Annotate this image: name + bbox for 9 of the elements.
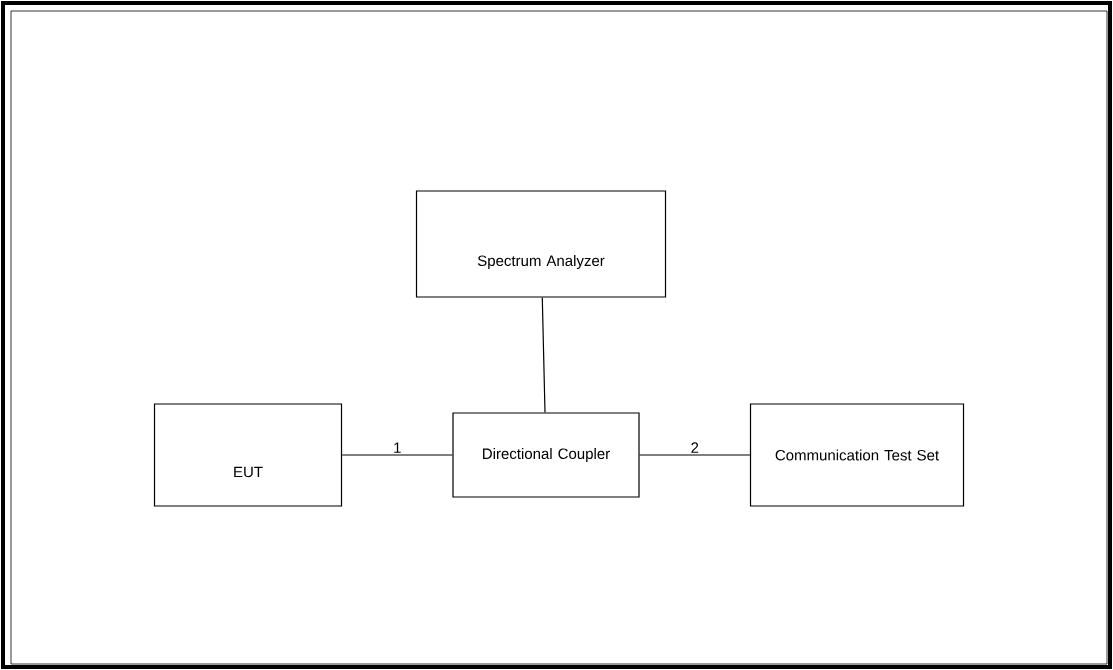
device-box: Spectrum Analyzer [415, 190, 667, 298]
port-number: 2 [691, 442, 699, 453]
cable-line [341, 454, 453, 456]
cable-line [639, 454, 751, 456]
device-box: Communication Test Set [749, 403, 965, 507]
port-number: 1 [394, 442, 401, 453]
cable-line [541, 297, 546, 413]
device-box: Directional Coupler [452, 412, 640, 498]
device-box: EUT [153, 403, 343, 507]
